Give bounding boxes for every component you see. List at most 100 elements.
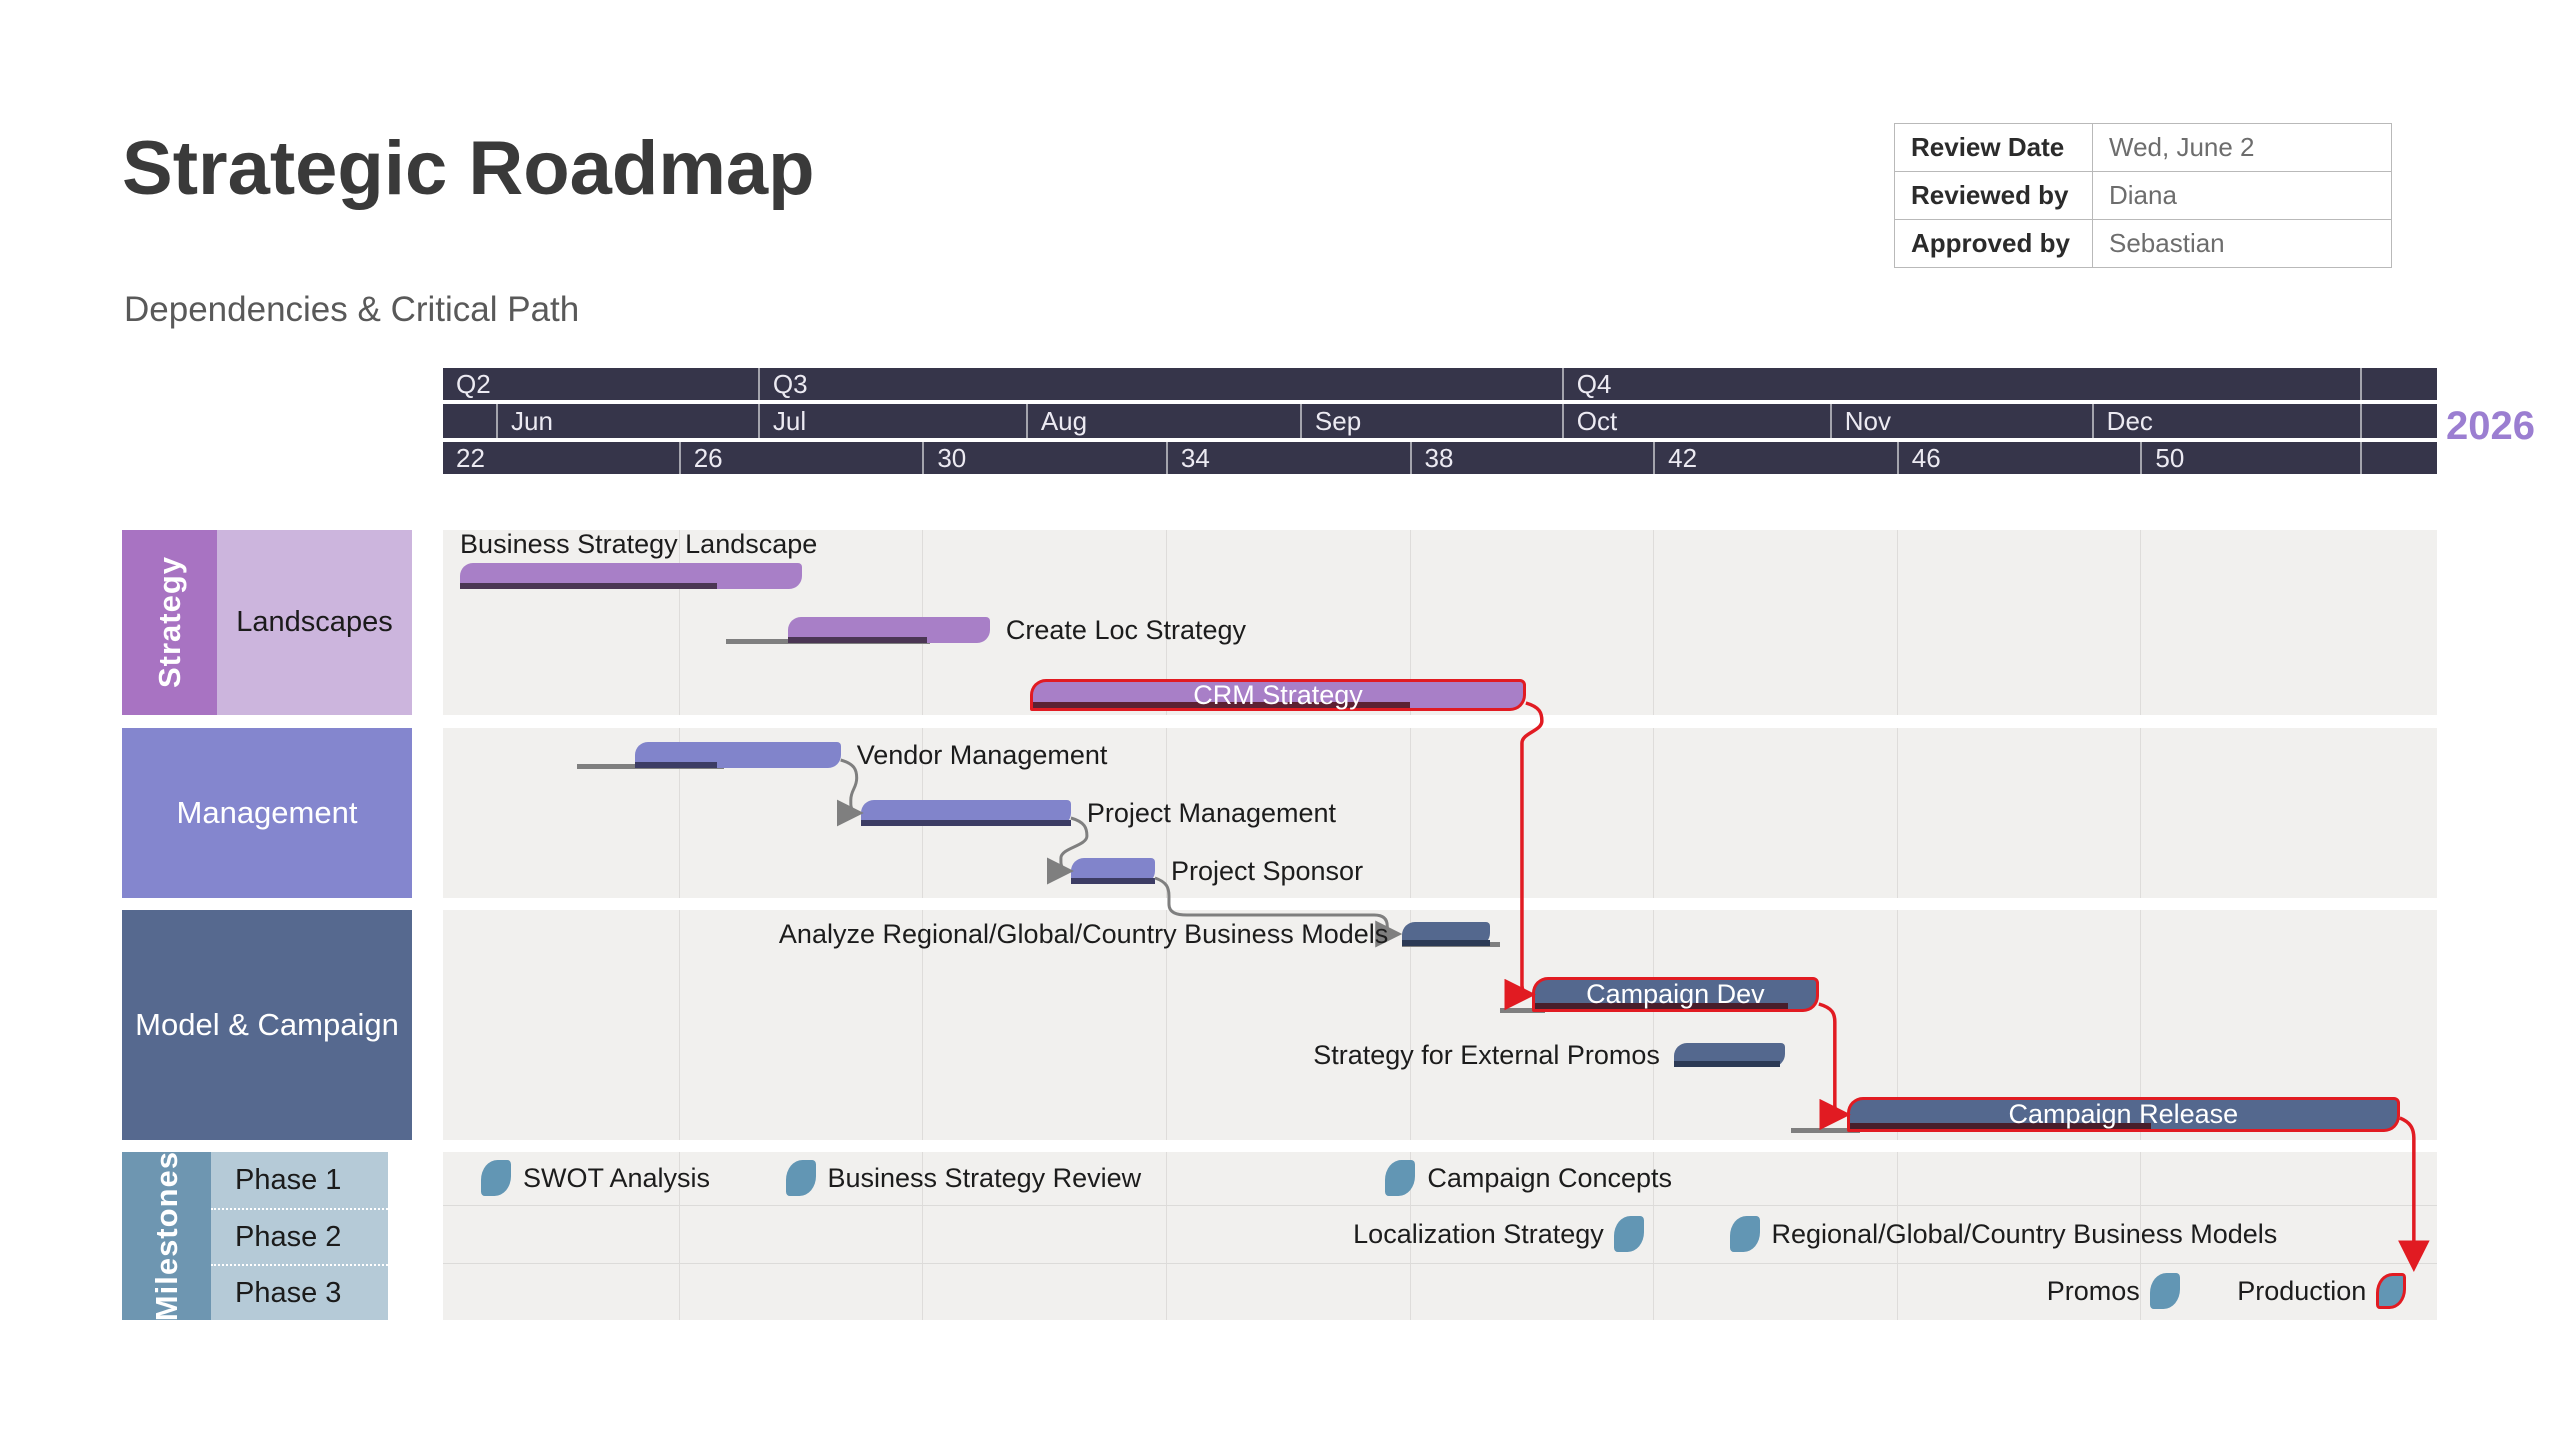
task-bar-ps[interactable] bbox=[1070, 858, 1155, 884]
quarter-cell-q4: Q4 bbox=[1561, 368, 2360, 400]
week-cell-50: 50 bbox=[2140, 442, 2360, 474]
milestone-label-promos: Promos bbox=[2046, 1275, 2140, 1306]
review-table-value: Sebastian bbox=[2092, 219, 2392, 268]
task-bar-pm[interactable] bbox=[860, 800, 1071, 826]
task-progress-cr bbox=[1849, 1123, 2151, 1129]
section-strip-strategy: Strategy bbox=[122, 530, 217, 715]
month-cell-nov: Nov bbox=[1829, 404, 2092, 438]
week-gridline bbox=[678, 728, 680, 898]
phase-row-divider bbox=[443, 1263, 2437, 1264]
sidebar-cell-phase-1: Phase 1 bbox=[211, 1152, 388, 1208]
month-cell-stub bbox=[2359, 404, 2437, 438]
sidebar-block-model-campaign: Model & Campaign bbox=[122, 910, 412, 1140]
milestone-label-swot: SWOT Analysis bbox=[522, 1162, 711, 1193]
task-label-cls: Create Loc Strategy bbox=[1005, 614, 1247, 645]
milestone-marker-ls[interactable] bbox=[1613, 1216, 1644, 1252]
week-gridline bbox=[1896, 728, 1898, 898]
task-bar-an[interactable] bbox=[1402, 922, 1490, 946]
page-title: Strategic Roadmap bbox=[122, 126, 815, 211]
milestone-label-bsr: Business Strategy Review bbox=[827, 1162, 1142, 1193]
week-gridline bbox=[1165, 530, 1167, 715]
review-table-label: Reviewed by bbox=[1894, 171, 2093, 220]
week-cell-22: 22 bbox=[443, 442, 679, 474]
task-progress-vm bbox=[634, 762, 718, 768]
year-label: 2026 bbox=[2446, 404, 2535, 448]
week-gridline bbox=[922, 1152, 924, 1320]
week-cell-26: 26 bbox=[678, 442, 923, 474]
task-label-cr: Campaign Release bbox=[2008, 1099, 2239, 1129]
month-cell-sep: Sep bbox=[1299, 404, 1562, 438]
month-cell-aug: Aug bbox=[1025, 404, 1300, 438]
phase-row-divider bbox=[443, 1205, 2437, 1206]
task-progress-crm bbox=[1033, 702, 1411, 708]
task-label-cd: Campaign Dev bbox=[1586, 979, 1765, 1009]
week-gridline bbox=[1165, 1152, 1167, 1320]
task-label-bsl: Business Strategy Landscape bbox=[460, 528, 818, 559]
month-cell-jul: Jul bbox=[757, 404, 1026, 438]
milestone-marker-bsr[interactable] bbox=[785, 1160, 816, 1196]
section-strip-milestones: Milestones bbox=[122, 1151, 211, 1321]
task-bar-cr[interactable]: Campaign Release bbox=[1846, 1097, 2400, 1132]
month-cell-stub bbox=[443, 404, 496, 438]
week-gridline bbox=[1409, 530, 1411, 715]
milestone-label-rgc: Regional/Global/Country Business Models bbox=[1771, 1218, 2278, 1249]
plot-band-milestones bbox=[443, 1152, 2437, 1320]
task-progress-pm bbox=[860, 820, 1071, 826]
week-gridline bbox=[1409, 1152, 1411, 1320]
month-cell-jun: Jun bbox=[495, 404, 758, 438]
review-table-label: Review Date bbox=[1894, 123, 2093, 172]
review-table-label: Approved by bbox=[1894, 219, 2093, 268]
review-table-value: Wed, June 2 bbox=[2092, 123, 2392, 172]
task-bar-bsl[interactable] bbox=[460, 563, 803, 589]
week-gridline bbox=[2140, 728, 2142, 898]
week-cell-stub bbox=[2359, 442, 2437, 474]
milestone-marker-rgc[interactable] bbox=[1729, 1216, 1760, 1252]
milestone-marker-prod[interactable] bbox=[2376, 1273, 2407, 1309]
week-cell-34: 34 bbox=[1165, 442, 1410, 474]
week-cell-46: 46 bbox=[1896, 442, 2141, 474]
week-gridline bbox=[1653, 910, 1655, 1140]
week-gridline bbox=[2140, 910, 2142, 1140]
week-gridline bbox=[922, 910, 924, 1140]
milestone-marker-swot[interactable] bbox=[480, 1160, 511, 1196]
task-bar-cls[interactable] bbox=[788, 617, 990, 643]
week-cell-38: 38 bbox=[1409, 442, 1654, 474]
sidebar-cell-landscapes: Landscapes bbox=[217, 530, 412, 715]
week-gridline bbox=[1409, 728, 1411, 898]
week-gridline bbox=[1896, 530, 1898, 715]
week-gridline bbox=[2140, 530, 2142, 715]
week-cell-42: 42 bbox=[1653, 442, 1897, 474]
week-gridline bbox=[678, 1152, 680, 1320]
week-gridline bbox=[1896, 1152, 1898, 1320]
strategy-vertical-label: Strategy bbox=[151, 556, 187, 689]
month-cell-oct: Oct bbox=[1561, 404, 1830, 438]
milestone-label-ls: Localization Strategy bbox=[1353, 1218, 1604, 1249]
task-progress-bsl bbox=[460, 583, 717, 589]
task-bar-cd[interactable]: Campaign Dev bbox=[1531, 977, 1819, 1012]
quarter-cell-q3: Q3 bbox=[757, 368, 1562, 400]
review-table-value: Diana bbox=[2092, 171, 2392, 220]
task-bar-vm[interactable] bbox=[634, 742, 841, 768]
baseline-cr bbox=[1790, 1128, 1860, 1133]
week-gridline bbox=[678, 910, 680, 1140]
month-cell-dec: Dec bbox=[2091, 404, 2360, 438]
task-bar-sep[interactable] bbox=[1673, 1043, 1786, 1067]
week-gridline bbox=[678, 530, 680, 715]
milestone-marker-promos[interactable] bbox=[2149, 1273, 2180, 1309]
task-label-vm: Vendor Management bbox=[856, 739, 1108, 770]
task-label-sep: Strategy for External Promos bbox=[1313, 1039, 1660, 1070]
task-bar-crm[interactable]: CRM Strategy bbox=[1030, 679, 1526, 711]
task-progress-sep bbox=[1673, 1061, 1780, 1067]
week-gridline bbox=[1165, 728, 1167, 898]
task-label-crm: CRM Strategy bbox=[1193, 679, 1363, 710]
week-gridline bbox=[1653, 530, 1655, 715]
week-cell-30: 30 bbox=[922, 442, 1166, 474]
